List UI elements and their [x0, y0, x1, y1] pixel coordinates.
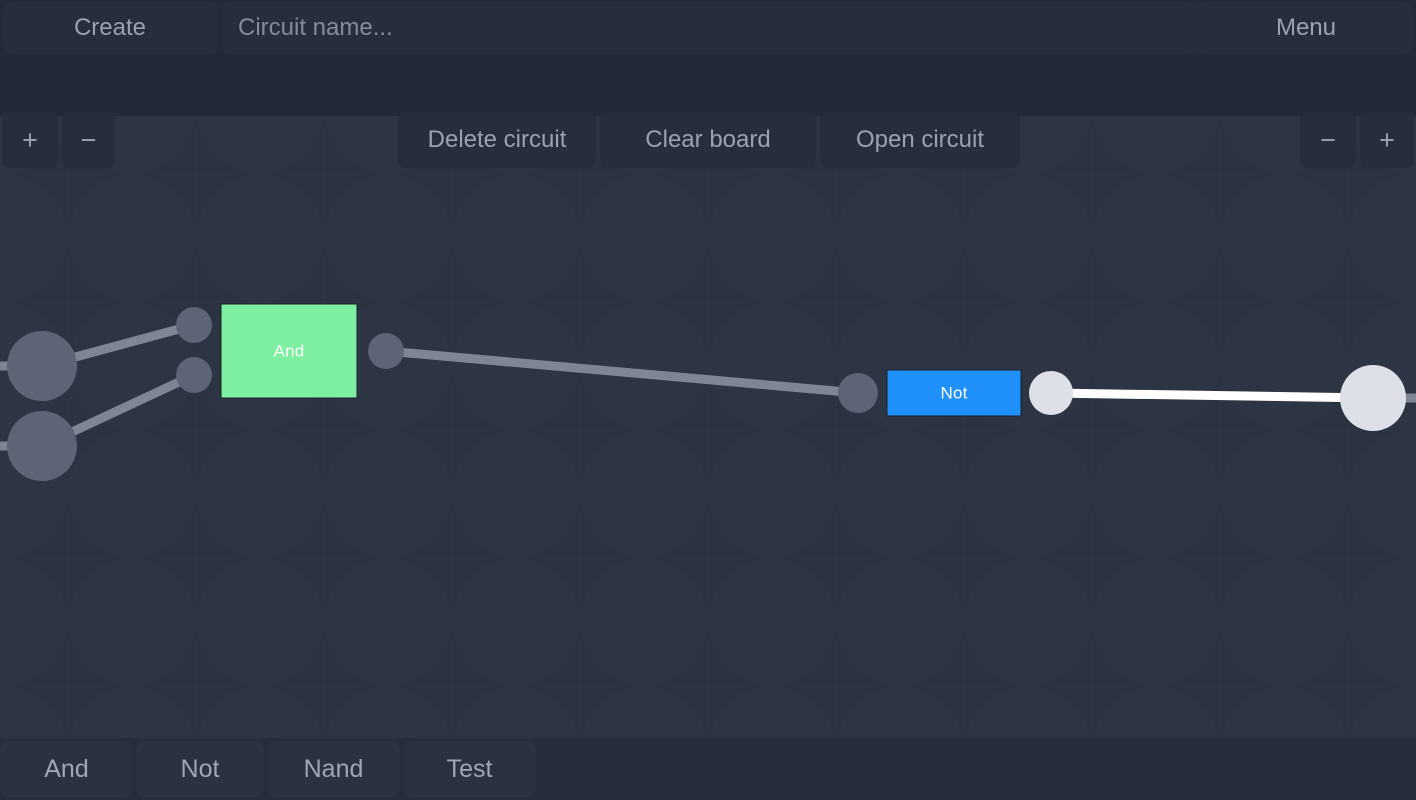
- zoom-in-icon-button-left[interactable]: +: [2, 112, 58, 168]
- menu-button[interactable]: Menu: [1198, 2, 1414, 54]
- zoom-in-icon-button-right[interactable]: +: [1360, 112, 1414, 168]
- and-output-pin[interactable]: [368, 333, 404, 369]
- zoom-out-icon-button-right[interactable]: −: [1300, 112, 1356, 168]
- clear-board-button[interactable]: Clear board: [600, 112, 816, 168]
- zoom-out-icon-button-left[interactable]: −: [62, 112, 115, 168]
- output-node[interactable]: [1340, 365, 1406, 431]
- top-toolbar: Create Menu + − Delete circuit Clear boa…: [0, 0, 1416, 168]
- delete-circuit-button[interactable]: Delete circuit: [398, 112, 596, 168]
- input-node[interactable]: [7, 331, 77, 401]
- circuit-name-input[interactable]: [222, 2, 1198, 54]
- and-input-pin[interactable]: [176, 357, 212, 393]
- palette-button-test[interactable]: Test: [403, 741, 536, 797]
- open-circuit-button[interactable]: Open circuit: [820, 112, 1020, 168]
- gate-not[interactable]: Not: [887, 370, 1021, 416]
- palette-button-and[interactable]: And: [0, 741, 133, 797]
- gate-and[interactable]: And: [221, 304, 357, 398]
- palette-button-not[interactable]: Not: [136, 741, 264, 797]
- palette-button-nand[interactable]: Nand: [267, 741, 400, 797]
- toolbar-row-primary: Create Menu: [0, 0, 1416, 55]
- toolbar-row-secondary: + − Delete circuit Clear board Open circ…: [0, 55, 1416, 168]
- not-output-pin[interactable]: [1029, 371, 1073, 415]
- gate-label: Not: [940, 383, 968, 402]
- and-input-pin[interactable]: [176, 307, 212, 343]
- create-button[interactable]: Create: [2, 2, 218, 54]
- not-input-pin[interactable]: [838, 373, 878, 413]
- gate-label: And: [273, 341, 305, 360]
- input-node[interactable]: [7, 411, 77, 481]
